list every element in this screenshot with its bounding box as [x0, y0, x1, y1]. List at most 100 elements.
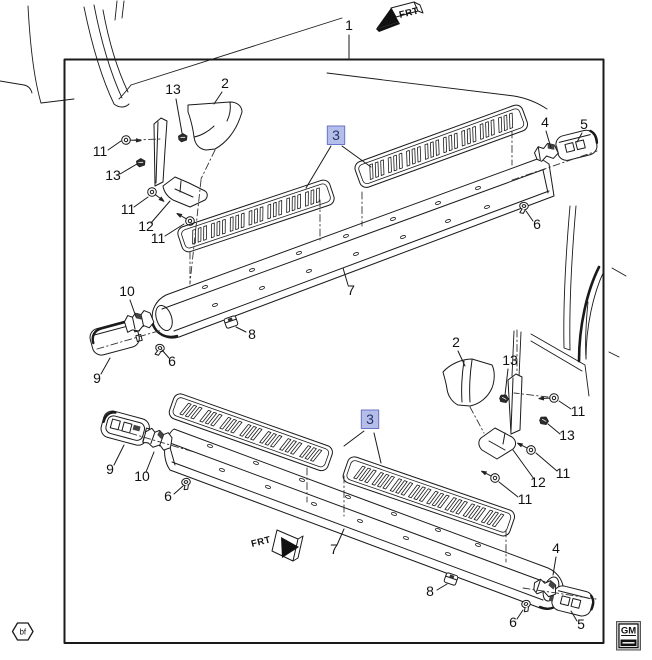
- callout-7: 7: [342, 267, 355, 298]
- leader-line: [129, 299, 137, 318]
- leader-line: [164, 223, 185, 237]
- center-lines: [96, 130, 598, 600]
- push-pin: [537, 393, 559, 404]
- leader-line: [343, 430, 365, 447]
- splash-flap: [442, 358, 495, 407]
- push-pin: [478, 466, 502, 485]
- tread-plate: [342, 456, 516, 537]
- tread-plate: [168, 393, 333, 472]
- leader-line: [336, 528, 345, 546]
- support-bracket: [162, 176, 208, 208]
- callout-number: 7: [330, 541, 338, 557]
- leader-line: [100, 357, 111, 375]
- callout-number: 4: [552, 540, 560, 556]
- callout-number: 5: [577, 616, 585, 632]
- truck-rear-quarter-outline: [511, 205, 627, 397]
- end-cap-rear: [553, 129, 599, 161]
- leader-line: [235, 326, 247, 333]
- leader-line: [145, 451, 155, 473]
- frt-label-bottom: FRT: [250, 534, 272, 550]
- push-pin: [514, 438, 538, 457]
- rear-wheel-arch: [577, 265, 601, 363]
- callout-13: 13: [502, 352, 518, 396]
- callout-13: 13: [165, 81, 183, 134]
- callout-6: 6: [161, 349, 176, 369]
- callout-number: 11: [93, 143, 108, 159]
- front-wheel-arch: [83, 6, 130, 108]
- callout-11: 11: [121, 196, 149, 217]
- callout-number: 11: [151, 230, 166, 246]
- callout-number: 8: [426, 583, 434, 599]
- callout-3[interactable]: 3: [305, 125, 372, 189]
- end-bracket: [141, 426, 175, 453]
- leader-line: [436, 583, 448, 591]
- step-bar: [151, 157, 555, 339]
- leader-line: [113, 444, 125, 466]
- callout-number: 1: [345, 17, 353, 33]
- callout-number: 8: [248, 326, 256, 342]
- leader-line: [525, 210, 534, 222]
- callout-highlight: [360, 409, 380, 429]
- tread-plate: [354, 104, 529, 188]
- callout-number: 13: [502, 352, 518, 368]
- callout-number: 12: [530, 474, 546, 490]
- callout-10: 10: [119, 283, 137, 318]
- support-bracket: [478, 427, 516, 460]
- mounting-holes: [202, 186, 490, 307]
- callout-5: 5: [570, 610, 585, 632]
- truck-cab-outline: [0, 0, 548, 110]
- callout-11: 11: [498, 481, 532, 507]
- leader-line: [119, 163, 138, 175]
- callout-10: 10: [134, 451, 155, 484]
- push-pin: [173, 209, 197, 228]
- leader-line: [150, 200, 171, 224]
- leader-line: [504, 368, 509, 396]
- leader-line: [173, 485, 184, 495]
- gm-label: GM: [621, 626, 636, 637]
- leader-line: [535, 452, 558, 472]
- callout-number: 6: [164, 488, 172, 504]
- callout-number: 9: [93, 370, 101, 386]
- callout-number: 10: [119, 283, 135, 299]
- callout-number: 10: [134, 468, 150, 484]
- callout-13: 13: [105, 163, 138, 183]
- callout-number: 13: [559, 427, 575, 443]
- callout-6: 6: [509, 609, 524, 630]
- callout-number: 11: [571, 403, 586, 419]
- callout-number: 2: [452, 334, 460, 350]
- screw: [153, 342, 166, 357]
- callout-7: 7: [330, 528, 345, 557]
- running-board-assembly-top: [89, 101, 599, 357]
- leader-line: [213, 91, 223, 105]
- frt-arrow-top: FRT: [376, 1, 424, 32]
- retainer-clip: [134, 156, 147, 169]
- arrow-head-icon: [281, 537, 299, 558]
- tread-plate: [177, 179, 335, 253]
- callout-3[interactable]: 3: [343, 409, 382, 464]
- callout-13: 13: [547, 423, 575, 443]
- leader-line: [498, 481, 519, 498]
- callout-number: 3: [332, 127, 340, 143]
- gm-logo: GM: [616, 621, 641, 651]
- callout-12: 12: [512, 449, 546, 490]
- callout-8: 8: [235, 326, 256, 342]
- leader-line: [576, 132, 583, 143]
- callout-6: 6: [525, 210, 541, 232]
- callout-number: 6: [168, 353, 176, 369]
- callout-number: 2: [221, 75, 229, 91]
- leader-line: [512, 449, 535, 480]
- callout-number: 12: [138, 218, 154, 234]
- end-bracket: [122, 308, 156, 335]
- callout-1: 1: [345, 17, 353, 59]
- leader-line: [552, 556, 557, 576]
- mounting-holes: [207, 444, 481, 556]
- callout-number: 11: [556, 465, 571, 481]
- step-bar: [164, 428, 564, 610]
- callout-11: 11: [535, 452, 571, 481]
- callout-number: 5: [580, 116, 588, 132]
- rocker-line: [326, 72, 548, 110]
- leader-line: [305, 145, 332, 189]
